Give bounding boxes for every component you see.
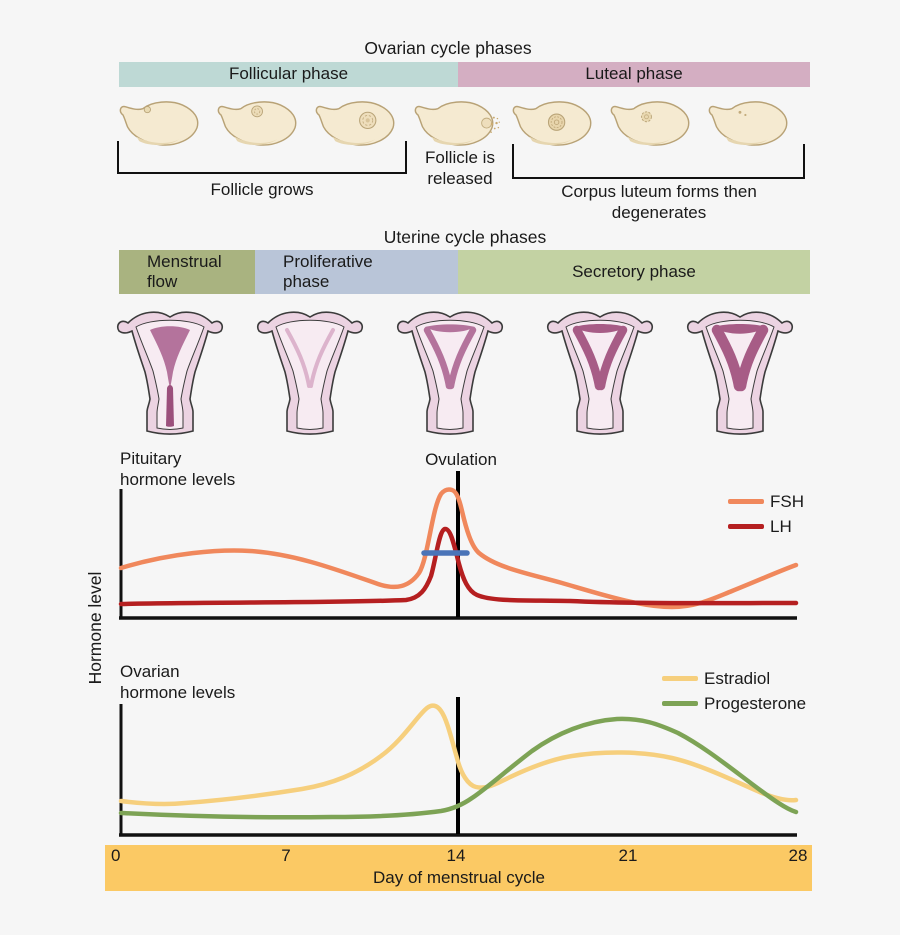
follicle-grows-bracket (117, 141, 407, 174)
day-tick-14: 14 (446, 846, 466, 865)
fsh-legend-label: FSH (770, 491, 804, 511)
uterus-illustration-1-menstrual (116, 311, 224, 435)
ovarian-legend: Estradiol Progesterone (662, 666, 806, 716)
estradiol-legend-label: Estradiol (704, 668, 771, 688)
ovarian-hormone-levels-label: Ovarian hormone levels (120, 662, 236, 703)
estradiol-curve (118, 703, 799, 807)
uterine-cycle-title: Uterine cycle phases (383, 227, 547, 247)
hormone-level-axis-label: Hormone level (85, 571, 105, 685)
follicle-grows-label: Follicle grows (210, 180, 314, 199)
uterus-illustration-2-proliferative (256, 311, 364, 435)
progesterone-legend-label: Progesterone (704, 693, 807, 713)
pituitary-hormone-levels-label: Pituitary hormone levels (120, 449, 236, 490)
day-tick-21: 21 (618, 846, 638, 865)
uterus-illustration-5-secretory (686, 311, 794, 435)
day-axis-bar (105, 845, 812, 891)
ovary-illustration-6 (610, 101, 690, 146)
day-axis-label: Day of menstrual cycle (373, 868, 545, 887)
proliferative-phase-label: Proliferative phase (283, 251, 373, 291)
ovary-illustration-1 (119, 101, 199, 146)
legend-row-fsh: FSH (728, 489, 804, 514)
ovary-illustration-4-releasing (414, 101, 500, 146)
fsh-curve (118, 487, 799, 610)
uterus-illustration-3 (396, 311, 504, 435)
follicular-phase-segment: Follicular phase (119, 62, 458, 87)
proliferative-phase-segment: Proliferative phase (255, 250, 458, 294)
day-tick-7: 7 (281, 846, 291, 865)
uterine-phase-bar: Menstrual flow Proliferative phase Secre… (119, 250, 810, 294)
corpus-luteum-label: Corpus luteum forms then degenerates (561, 182, 757, 223)
ovulation-label: Ovulation (425, 450, 497, 469)
progesterone-curve (118, 716, 799, 820)
menstrual-flow-label: Menstrual flow (147, 251, 222, 291)
ovary-illustration-5-corpus-luteum (512, 101, 592, 146)
menstrual-flow-segment: Menstrual flow (119, 250, 255, 294)
legend-row-lh: LH (728, 514, 804, 539)
released-egg-speckles (490, 116, 500, 133)
estradiol-legend-line (662, 676, 698, 681)
ovary-illustration-7-degenerated (708, 101, 788, 146)
ovarian-phase-bar: Follicular phase Luteal phase (119, 62, 810, 87)
ovarian-cycle-title: Ovarian cycle phases (364, 38, 532, 58)
lh-curve (118, 526, 799, 607)
legend-row-estradiol: Estradiol (662, 666, 806, 691)
ovary-illustration-2 (217, 101, 297, 146)
day-tick-28: 28 (788, 846, 808, 865)
luteal-phase-segment: Luteal phase (458, 62, 810, 87)
luteal-phase-label: Luteal phase (585, 64, 683, 84)
progesterone-legend-line (662, 701, 698, 706)
secretory-phase-label: Secretory phase (572, 261, 696, 281)
legend-row-progesterone: Progesterone (662, 691, 806, 716)
secretory-phase-segment: Secretory phase (458, 250, 810, 294)
uterus-illustration-4 (546, 311, 654, 435)
fsh-legend-line (728, 499, 764, 504)
lh-legend-line (728, 524, 764, 529)
pituitary-legend: FSH LH (728, 489, 804, 539)
follicular-phase-label: Follicular phase (228, 64, 349, 84)
ovary-illustration-3 (315, 101, 395, 146)
follicle-released-label: Follicle is released (425, 148, 495, 189)
day-tick-0: 0 (111, 846, 121, 865)
corpus-luteum-bracket (512, 144, 805, 179)
lh-legend-label: LH (770, 516, 792, 536)
